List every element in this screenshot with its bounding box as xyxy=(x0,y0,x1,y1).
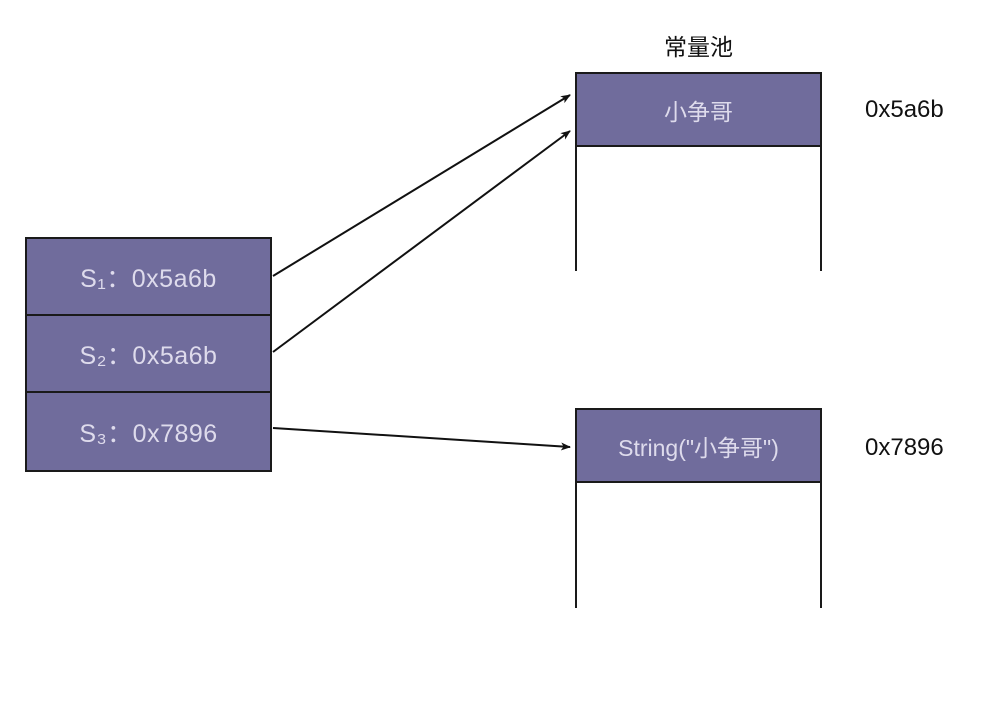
pool-object-body xyxy=(577,147,820,342)
variable-row-s1: S₁：0x5a6b xyxy=(27,239,270,316)
variable-row-s3: S₃：0x7896 xyxy=(27,393,270,470)
arrow-s3-to-heap xyxy=(272,427,571,451)
pool-object-box: 小争哥 xyxy=(575,72,822,342)
heap-object-header: String("小争哥") xyxy=(577,410,820,483)
variable-stack: S₁：0x5a6b S₂：0x5a6b S₃：0x7896 xyxy=(25,237,272,472)
variable-label-s3: S₃：0x7896 xyxy=(79,419,218,448)
heap-object-header-label: String("小争哥") xyxy=(618,434,779,461)
arrow-s1-to-pool xyxy=(272,94,571,277)
heap-object-address: 0x7896 xyxy=(865,434,944,461)
variable-label-s2: S₂：0x5a6b xyxy=(79,341,218,370)
pool-object-address: 0x5a6b xyxy=(865,96,944,123)
heap-object-box: String("小争哥") xyxy=(575,408,822,679)
heap-object-body xyxy=(577,483,820,679)
pool-object-header: 小争哥 xyxy=(577,74,820,147)
pool-object-header-label: 小争哥 xyxy=(664,98,733,125)
variable-row-s2: S₂：0x5a6b xyxy=(27,316,270,393)
arrow-s2-to-pool xyxy=(272,130,571,353)
constant-pool-title: 常量池 xyxy=(664,34,733,60)
variable-label-s1: S₁：0x5a6b xyxy=(80,264,217,293)
